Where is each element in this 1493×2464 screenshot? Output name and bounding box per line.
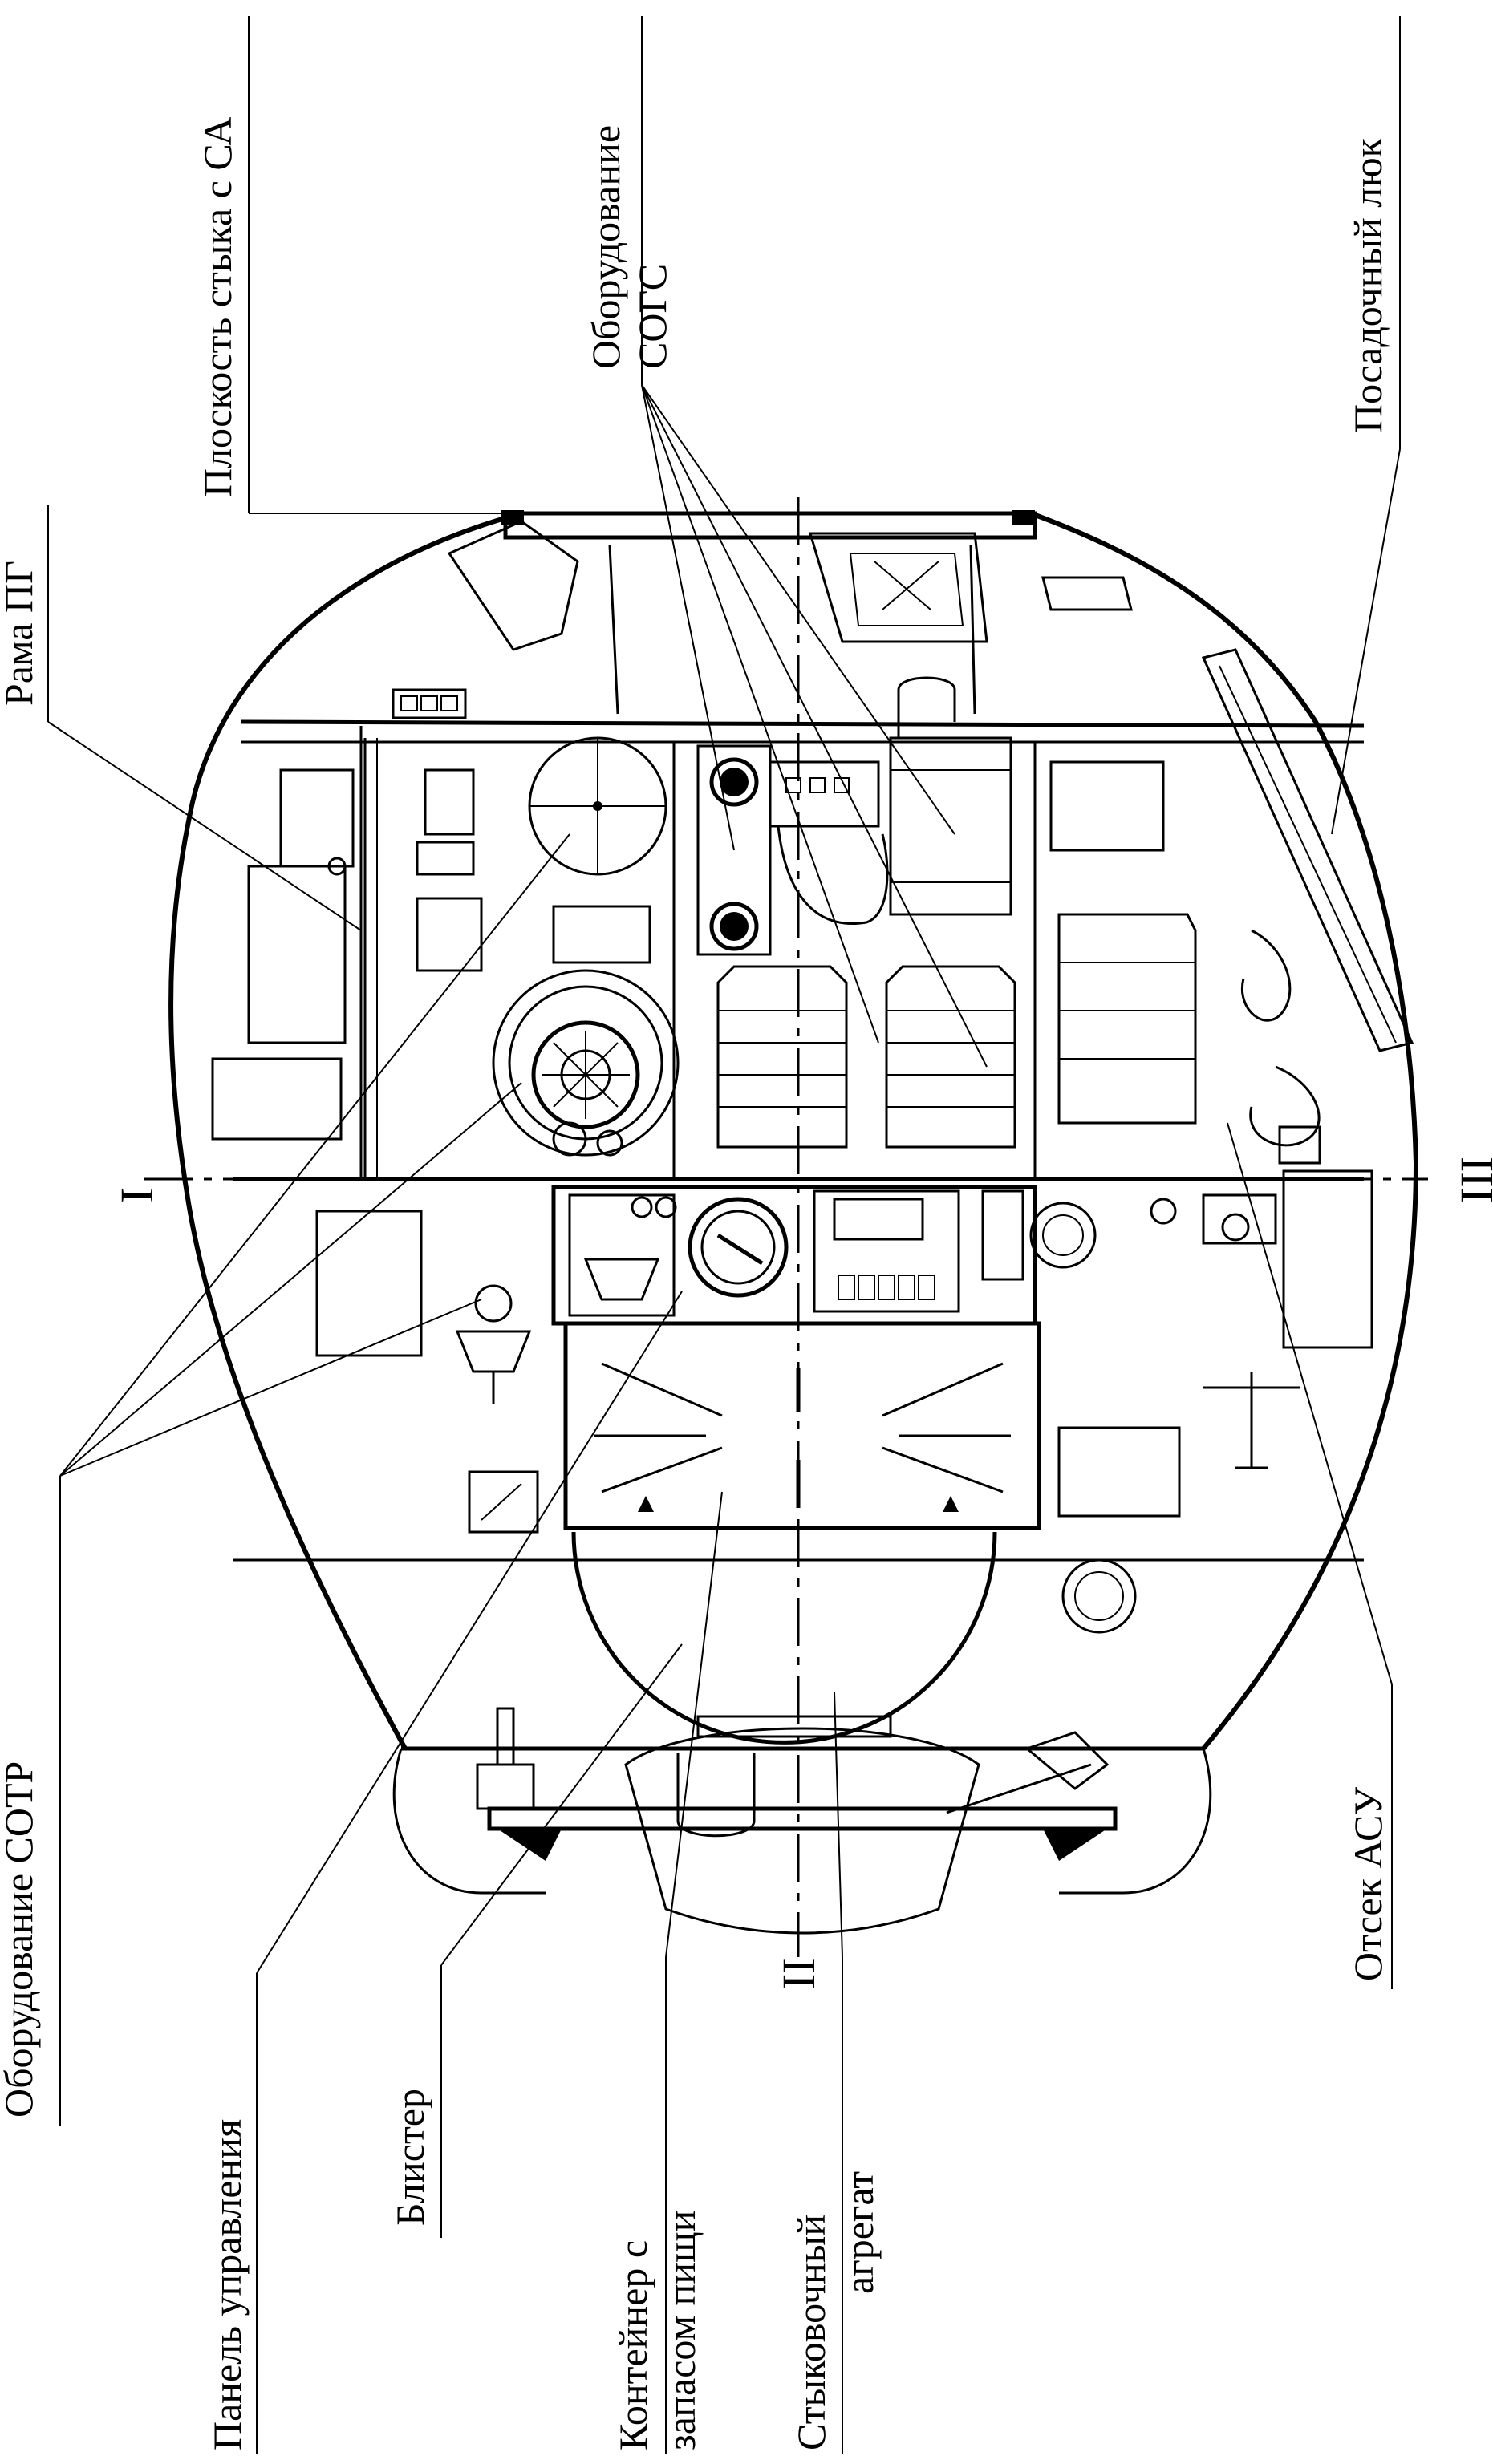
module-hull	[168, 511, 1419, 1750]
label-landing-hatch: Посадочный люк	[1345, 137, 1390, 433]
label-food-container-line2: запасом пищи	[659, 2211, 704, 2450]
control-panel-block	[551, 1185, 1037, 1326]
label-blister: Блистер	[387, 2089, 432, 2226]
label-pg-frame: Рама ПГ	[0, 561, 41, 706]
label-sogs-line2: СОГС	[630, 264, 675, 369]
label-control-panel: Панель управления	[205, 2119, 250, 2450]
docking-unit	[392, 1707, 1212, 1935]
switch-row	[838, 1275, 935, 1300]
axis-mark-one: I	[111, 1188, 163, 1203]
sogs-equipment	[696, 676, 1197, 1149]
food-container	[563, 1321, 1041, 1530]
sa-interface-frame	[447, 510, 1133, 715]
labels: Плоскость стыка с СА Оборудование СОГС П…	[0, 117, 1493, 2450]
blister	[571, 1531, 997, 1745]
leader-lines	[47, 16, 1401, 2454]
asu-compartment	[1029, 648, 1414, 1634]
label-sotr: Оборудование СОТР	[0, 1761, 41, 2118]
label-docking-line2: агрегат	[837, 2171, 882, 2294]
label-sa-junction: Плоскость стыка с СА	[195, 117, 240, 497]
label-food-container-line1: Контейнер с	[611, 2240, 655, 2450]
label-sogs-line1: Оборудование	[583, 125, 628, 369]
sotr-fan-unit	[492, 736, 680, 1157]
label-docking-line1: Стыковочный	[789, 2215, 834, 2450]
module-drawing	[144, 497, 1428, 1957]
label-asu-compartment: Отсек АСУ	[1345, 1786, 1390, 1981]
pg-frame	[211, 738, 483, 1179]
axis-mark-three: III	[1450, 1157, 1493, 1203]
axis-mark-two: II	[773, 1958, 825, 1989]
upper-equipment-deck	[240, 688, 1365, 1179]
